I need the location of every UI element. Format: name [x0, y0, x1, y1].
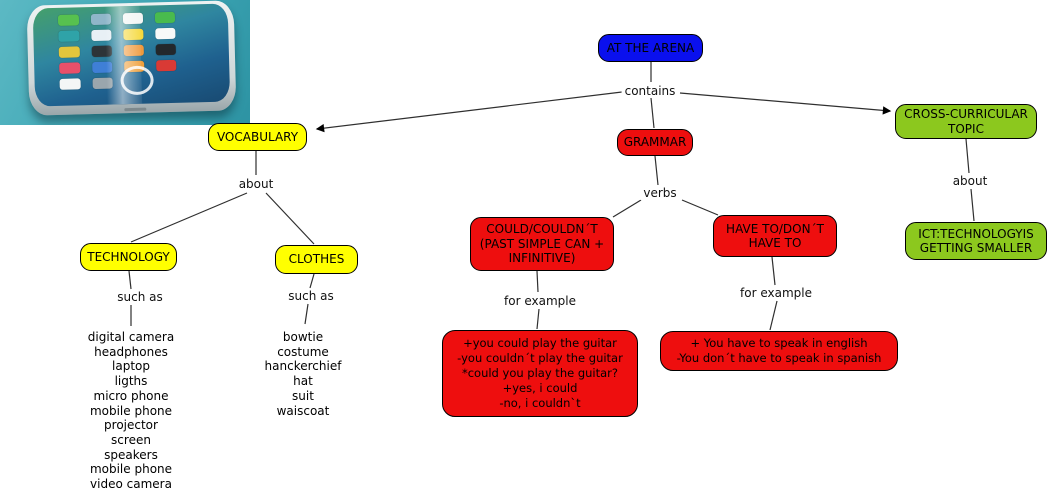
iphone-photo[interactable]	[0, 0, 250, 125]
link-label-about-left[interactable]: about	[235, 177, 277, 191]
node-could-couldnt[interactable]: COULD/COULDN´T (PAST SIMPLE CAN + INFINI…	[470, 217, 614, 271]
node-at-the-arena[interactable]: AT THE ARENA	[598, 34, 703, 62]
link-label-for-example-have[interactable]: for example	[737, 286, 815, 300]
node-cross-curricular-topic[interactable]: CROSS-CURRICULAR TOPIC	[895, 104, 1037, 139]
iphone-screen	[32, 3, 231, 107]
node-vocabulary[interactable]: VOCABULARY	[208, 123, 307, 151]
app-icon	[59, 46, 80, 58]
charging-port	[124, 107, 147, 112]
link-label-for-example-could[interactable]: for example	[501, 294, 579, 308]
app-icon	[58, 14, 79, 26]
node-clothes[interactable]: CLOTHES	[275, 245, 358, 274]
app-icon	[154, 11, 176, 24]
link-label-such-as-tech[interactable]: such as	[114, 290, 166, 304]
app-icon	[59, 78, 81, 90]
link-label-contains[interactable]: contains	[621, 84, 679, 98]
app-icon	[156, 59, 177, 72]
iphone-body	[26, 0, 237, 116]
have-to-examples-box[interactable]: + You have to speak in english -You don´…	[660, 331, 898, 371]
node-grammar[interactable]: GRAMMAR	[617, 129, 693, 156]
app-icon	[58, 30, 80, 42]
app-icon	[155, 27, 176, 40]
app-icon	[59, 62, 80, 74]
node-technology[interactable]: TECHNOLOGY	[80, 243, 177, 271]
home-button-ring	[120, 65, 154, 96]
link-label-such-as-clothes[interactable]: such as	[285, 289, 337, 303]
clothes-list[interactable]: bowtie costume hanckerchief hat suit wai…	[264, 330, 342, 418]
link-label-verbs[interactable]: verbs	[640, 186, 680, 200]
app-icon	[155, 43, 177, 56]
technology-list[interactable]: digital camera headphones laptop ligths …	[87, 330, 175, 492]
link-label-about-right[interactable]: about	[949, 174, 991, 188]
could-examples-box[interactable]: +you could play the guitar -you couldn´t…	[442, 330, 638, 417]
node-have-to[interactable]: HAVE TO/DON´T HAVE TO	[713, 215, 837, 257]
node-ict-topic[interactable]: ICT:TECHNOLOGYIS GETTING SMALLER	[905, 222, 1047, 260]
